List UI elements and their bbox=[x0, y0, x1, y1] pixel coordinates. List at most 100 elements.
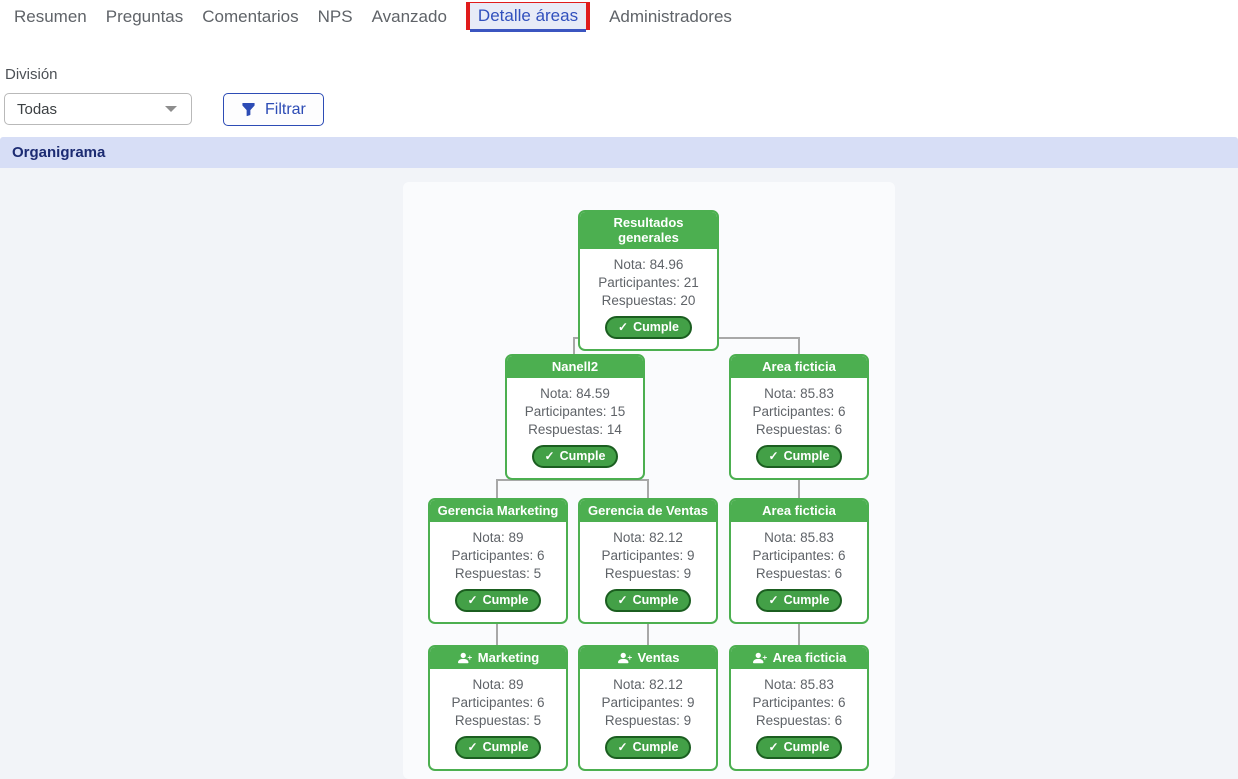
tab-comentarios[interactable]: Comentarios bbox=[202, 7, 299, 26]
cumple-badge-label: Cumple bbox=[783, 593, 830, 607]
cumple-badge-label: Cumple bbox=[783, 740, 830, 754]
org-node-body: Nota: 89 Participantes: 6 Respuestas: 5 ✓Cu… bbox=[430, 522, 566, 622]
check-icon: ✓ bbox=[768, 449, 779, 463]
connector-line bbox=[798, 338, 800, 354]
nota-line: Nota: 89 bbox=[472, 530, 524, 545]
annotation-box: Detalle áreas bbox=[465, 2, 591, 32]
person-plus-icon bbox=[617, 652, 632, 663]
check-icon: ✓ bbox=[467, 593, 478, 607]
cumple-badge-label: Cumple bbox=[632, 593, 679, 607]
participantes-line: Participantes: 6 bbox=[451, 695, 545, 710]
participantes-line: Participantes: 21 bbox=[598, 275, 699, 290]
cumple-badge[interactable]: ✓ Cumple bbox=[604, 736, 692, 759]
org-node-title: Area ficticia bbox=[731, 356, 867, 378]
participantes-line: Participantes: 6 bbox=[752, 548, 846, 563]
connector-line bbox=[798, 466, 800, 498]
cumple-badge-label: Cumple bbox=[783, 449, 830, 463]
cumple-badge[interactable]: ✓ Cumple bbox=[755, 589, 843, 612]
nota-line: Nota: 89 bbox=[472, 677, 524, 692]
check-icon: ✓ bbox=[768, 593, 779, 607]
cumple-badge[interactable]: ✓Cumple bbox=[454, 589, 542, 612]
respuestas-line: Respuestas: 6 bbox=[755, 422, 843, 437]
filtrar-button[interactable]: Filtrar bbox=[223, 93, 324, 126]
participantes-line: Participantes: 6 bbox=[752, 695, 846, 710]
cumple-badge-label: Cumple bbox=[482, 740, 529, 754]
nota-line: Nota: 85.83 bbox=[764, 386, 834, 401]
respuestas-line: Respuestas: 9 bbox=[604, 566, 692, 581]
respuestas-line: Respuestas: 5 bbox=[454, 713, 542, 728]
connector-line bbox=[647, 611, 649, 645]
tab-resumen[interactable]: Resumen bbox=[14, 7, 87, 26]
cumple-badge[interactable]: ✓ Cumple bbox=[605, 316, 692, 339]
nota-line: Nota: 84.59 bbox=[540, 386, 610, 401]
tab-bar: Resumen Preguntas Comentarios NPS Avanza… bbox=[0, 0, 1238, 48]
cumple-badge[interactable]: ✓Cumple bbox=[531, 445, 619, 468]
org-node-title: Ventas bbox=[580, 647, 716, 669]
tab-avanzado[interactable]: Avanzado bbox=[371, 7, 447, 26]
participantes-line: Participantes: 9 bbox=[601, 695, 695, 710]
division-select-value: Todas bbox=[17, 100, 58, 118]
nota-line: Nota: 84.96 bbox=[613, 257, 684, 272]
org-node-title: Marketing bbox=[430, 647, 566, 669]
cumple-badge[interactable]: ✓ Cumple bbox=[755, 445, 843, 468]
respuestas-line: Respuestas: 14 bbox=[528, 422, 622, 437]
connector-line bbox=[496, 611, 498, 645]
cumple-badge[interactable]: ✓Cumple bbox=[454, 736, 542, 759]
division-label: División bbox=[5, 66, 58, 83]
participantes-line: Participantes: 15 bbox=[524, 404, 626, 419]
respuestas-line: Respuestas: 20 bbox=[601, 293, 696, 308]
participantes-line: Participantes: 9 bbox=[601, 548, 695, 563]
org-node-title: Gerencia de Ventas bbox=[580, 500, 716, 522]
caret-down-icon bbox=[165, 106, 177, 112]
cumple-badge[interactable]: ✓Cumple bbox=[755, 736, 843, 759]
org-node-body: Nota: 89 Participantes: 6 Respuestas: 5 ✓Cu… bbox=[430, 669, 566, 769]
tab-preguntas[interactable]: Preguntas bbox=[105, 7, 184, 26]
tab-administradores[interactable]: Administradores bbox=[609, 7, 732, 26]
participantes-line: Participantes: 6 bbox=[451, 548, 545, 563]
org-node-title: Area ficticia bbox=[731, 647, 867, 669]
org-node-title: Gerencia Marketing bbox=[430, 500, 566, 522]
nota-line: Nota: 85.83 bbox=[764, 677, 834, 692]
cumple-badge-label: Cumple bbox=[633, 320, 679, 334]
cumple-badge-label: Cumple bbox=[632, 740, 679, 754]
org-node-title: Nanell2 bbox=[507, 356, 643, 378]
nota-line: Nota: 82.12 bbox=[613, 677, 683, 692]
connector-line bbox=[573, 338, 575, 354]
person-plus-icon bbox=[457, 652, 472, 663]
connector-line bbox=[647, 480, 649, 498]
division-select[interactable]: Todas bbox=[4, 93, 192, 125]
cumple-badge[interactable]: ✓Cumple bbox=[604, 589, 692, 612]
check-icon: ✓ bbox=[544, 449, 555, 463]
person-plus-icon bbox=[752, 652, 767, 663]
tab-detalle-areas[interactable]: Detalle áreas bbox=[469, 3, 587, 32]
check-icon: ✓ bbox=[617, 740, 628, 754]
respuestas-line: Respuestas: 5 bbox=[454, 566, 542, 581]
filters-row: División Todas Filtrar bbox=[0, 48, 1238, 137]
org-node-title: Resultados generales bbox=[580, 212, 717, 249]
tab-nps[interactable]: NPS bbox=[317, 7, 353, 26]
respuestas-line: Respuestas: 6 bbox=[755, 566, 843, 581]
organigrama-header: Organigrama bbox=[0, 137, 1238, 168]
participantes-line: Participantes: 6 bbox=[752, 404, 846, 419]
nota-line: Nota: 85.83 bbox=[764, 530, 834, 545]
organigrama-title: Organigrama bbox=[12, 144, 106, 161]
org-node-title: Area ficticia bbox=[731, 500, 867, 522]
check-icon: ✓ bbox=[618, 320, 629, 334]
